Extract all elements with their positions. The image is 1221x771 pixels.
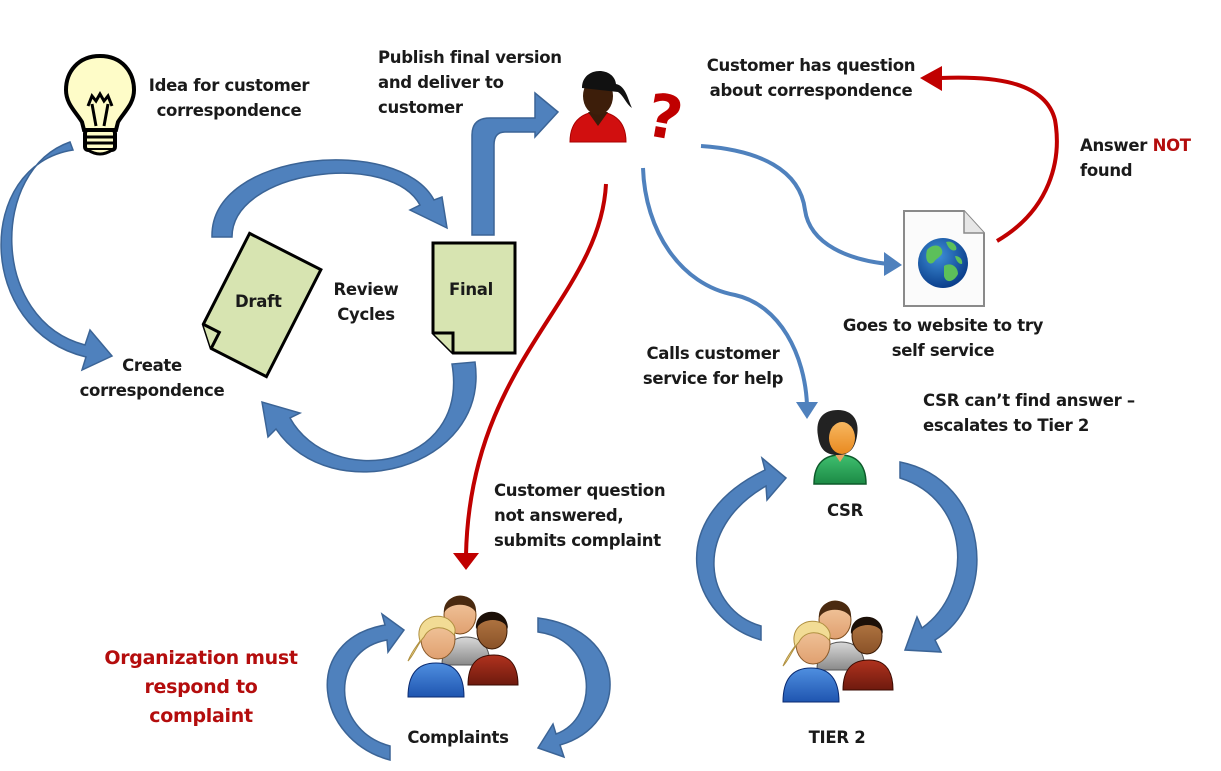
arrow-idea-to-create [0, 141, 114, 372]
lightbulb-icon [63, 53, 137, 156]
publish-label-line1: Publish final version [378, 48, 562, 67]
csr-label: CSR [826, 501, 864, 520]
not-answered-line1: Customer question [494, 481, 666, 500]
web-page-globe-icon [903, 210, 985, 307]
question-mark-icon: ? [641, 80, 687, 155]
arrow-to-complaints-head [453, 553, 479, 570]
create-label: Create correspondence [70, 353, 234, 403]
answer-prefix: Answer [1080, 136, 1153, 155]
arrow-to-csr [641, 167, 809, 406]
tier2-label: TIER 2 [808, 728, 866, 747]
not-answered-line3: submits complaint [494, 531, 661, 550]
tier2-group-icon [782, 600, 894, 703]
final-document-icon [431, 241, 517, 355]
csr-person-icon [813, 410, 867, 485]
org-must-respond-label: Organization must respond to complaint [96, 644, 306, 731]
escalates-label-line1: CSR can’t find answer – [923, 391, 1135, 410]
customer-question-line2: about correspondence [709, 81, 913, 100]
create-label-line2: correspondence [79, 381, 225, 400]
arrow-answer-not-found [939, 75, 1059, 243]
arrow-to-complaints [464, 183, 608, 556]
answer-not-found-line1: Answer NOT [1080, 133, 1191, 158]
escalates-label: CSR can’t find answer – escalates to Tie… [923, 388, 1135, 438]
arrow-csr-to-tier2 [899, 461, 978, 653]
org-must-line3: complaint [149, 705, 253, 727]
review-label-line1: Review [333, 280, 399, 299]
answer-not-found-line2: found [1080, 161, 1133, 180]
arrow-publish [471, 91, 560, 236]
customer-question-label: Customer has question about corresponden… [700, 53, 922, 103]
arrow-to-csr-head [796, 402, 818, 419]
website-label: Goes to website to try self service [836, 313, 1050, 363]
calls-label-line1: Calls customer [646, 344, 780, 363]
idea-label-line1: Idea for customer [148, 76, 310, 95]
not-answered-line2: not answered, [494, 506, 624, 525]
escalates-label-line2: escalates to Tier 2 [923, 416, 1090, 435]
website-label-line2: self service [891, 341, 995, 360]
arrow-answer-not-found-head [920, 66, 942, 91]
arrow-to-website-head [884, 252, 902, 276]
svg-text:?: ? [641, 80, 687, 155]
customer-question-line1: Customer has question [706, 56, 916, 75]
review-cycles-label: Review Cycles [326, 277, 406, 327]
review-label-line2: Cycles [337, 305, 395, 324]
idea-label-line2: correspondence [156, 101, 302, 120]
arrow-to-website [700, 144, 889, 266]
arrow-complaints-right [536, 617, 611, 759]
not-emphasis: NOT [1152, 136, 1192, 155]
website-label-line1: Goes to website to try [842, 316, 1044, 335]
arrow-tier2-to-csr [695, 455, 788, 641]
not-answered-label: Customer question not answered, submits … [494, 478, 666, 553]
arrow-complaints-left [326, 612, 406, 761]
answer-not-found-label: Answer NOT found [1080, 133, 1191, 183]
org-must-line1: Organization must [104, 647, 298, 669]
publish-label-line3: customer [378, 98, 463, 117]
draft-document-icon [201, 231, 323, 379]
calls-label-line2: service for help [642, 369, 784, 388]
final-label: Final [449, 280, 493, 299]
arrow-review-bottom [261, 361, 477, 473]
arrow-review-top [211, 159, 448, 238]
create-label-line1: Create [122, 356, 182, 375]
publish-label-line2: and deliver to [378, 73, 504, 92]
org-must-line2: respond to [144, 676, 258, 698]
idea-label: Idea for customer correspondence [146, 73, 312, 123]
complaints-group-icon [407, 595, 519, 698]
customer-person-icon [569, 70, 632, 143]
calls-label: Calls customer service for help [638, 341, 788, 391]
draft-label: Draft [235, 292, 282, 311]
complaints-label: Complaints [407, 728, 509, 747]
publish-label: Publish final version and deliver to cus… [378, 45, 562, 120]
